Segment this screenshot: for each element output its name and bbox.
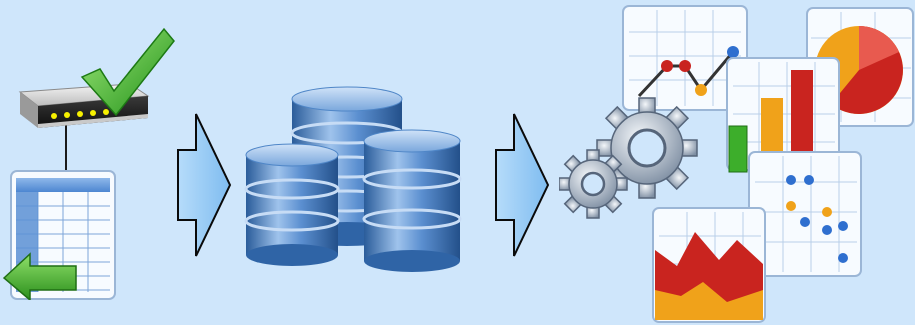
bar-chart-green-bar — [728, 125, 748, 173]
gears-icon — [559, 97, 698, 219]
checkmark-icon — [80, 27, 175, 117]
bar-chart-icon — [726, 57, 840, 171]
data-warehouse-group — [240, 85, 470, 275]
database-cylinder-icon — [244, 86, 462, 272]
scatter-chart-icon — [748, 151, 862, 277]
flow-arrow-1 — [177, 113, 232, 257]
analytics-group — [555, 0, 915, 325]
database-right — [362, 129, 462, 272]
data-sources-group — [0, 0, 175, 325]
network-device-icon — [18, 83, 150, 128]
import-arrow-icon — [2, 252, 77, 300]
flow-arrow-2 — [495, 113, 550, 257]
area-chart-icon — [652, 207, 766, 323]
database-left — [244, 143, 340, 266]
